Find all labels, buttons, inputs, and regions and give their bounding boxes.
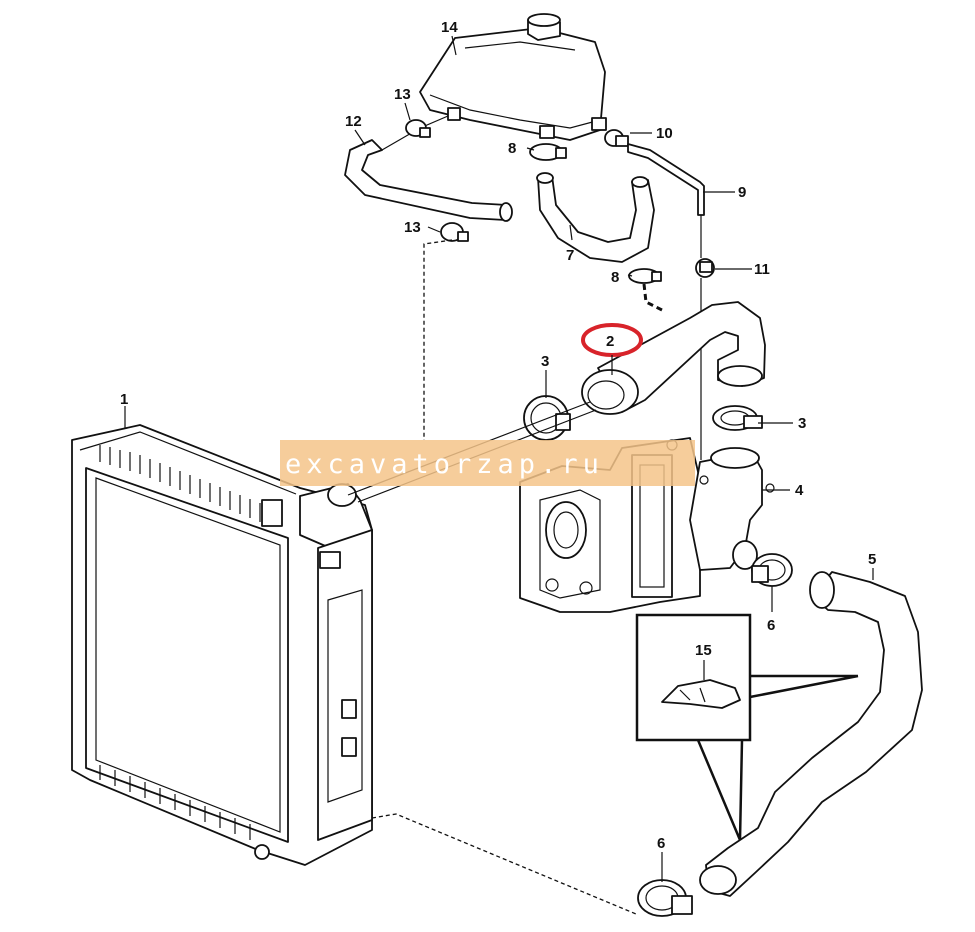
thermostat-housing [689,447,775,571]
callout-2: 2 [606,333,614,350]
callout-8-upper: 8 [508,140,516,157]
callout-3-right: 3 [798,415,806,432]
clamp-8-upper [529,143,567,161]
callout-6-upper: 6 [767,617,775,634]
callout-11: 11 [754,261,770,278]
hose-7 [536,172,655,263]
callout-7: 7 [566,247,574,264]
callout-13-upper: 13 [394,86,411,103]
clamp-11 [695,258,715,278]
clamp-3-right [712,405,763,431]
watermark-text: excavatorzap.ru [285,449,604,480]
callout-8-lower: 8 [611,269,619,286]
callout-15: 15 [695,642,712,659]
callouts: 1 2 3 3 4 5 6 6 7 8 8 9 10 11 12 13 13 1… [120,19,876,852]
detail-box-15 [635,613,859,841]
callout-1: 1 [120,391,128,408]
clamp-8-lower [628,268,662,284]
callout-4: 4 [795,482,804,499]
clamp-6-lower [637,879,693,917]
callout-5: 5 [868,551,876,568]
radiator [71,424,373,866]
callout-9: 9 [738,184,746,201]
hose-2 [581,301,766,415]
hose-12 [344,115,513,222]
callout-6-lower: 6 [657,835,665,852]
pipe-9 [627,143,705,460]
callout-12: 12 [345,113,362,130]
callout-leaders [124,35,874,882]
watermark-banner: excavatorzap.ru [280,440,695,486]
callout-10: 10 [656,125,673,142]
clamp-13-upper [405,119,431,138]
radiator-top-fins [99,445,261,522]
callout-13-lower: 13 [404,219,421,236]
callout-3-left: 3 [541,353,549,370]
clamp-13-lower [440,222,469,242]
expansion-tank [419,13,607,141]
clamp-10 [604,129,629,147]
hose-5 [699,571,923,897]
radiator-bottom-fins [99,765,251,840]
callout-14: 14 [441,19,458,36]
clamp-6-upper [751,553,793,587]
